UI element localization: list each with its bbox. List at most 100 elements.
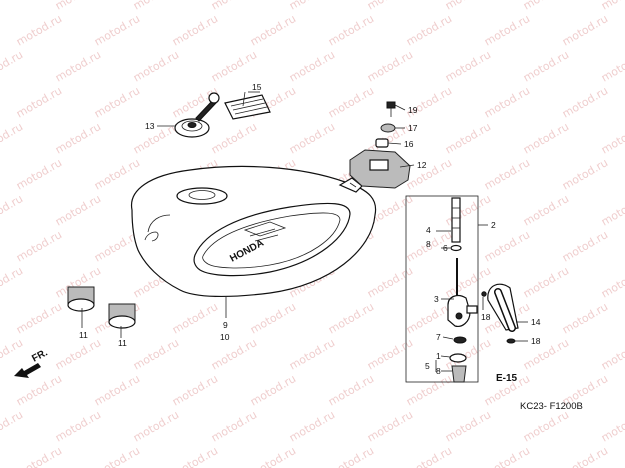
watermark-text: motod.ru: [0, 120, 25, 156]
watermark-text: motod.ru: [326, 12, 376, 48]
watermark-text: motod.ru: [170, 444, 220, 468]
watermark-text: motod.ru: [248, 12, 298, 48]
watermark-text: motod.ru: [0, 336, 25, 372]
watermark-text: motod.ru: [14, 228, 64, 264]
callout-2: 2: [491, 220, 496, 230]
watermark-text: motod.ru: [521, 120, 571, 156]
watermark-text: motod.ru: [0, 264, 25, 300]
reference-label: E-15: [496, 373, 518, 384]
watermark-text: motod.ru: [326, 372, 376, 408]
watermark-text: motod.ru: [287, 336, 337, 372]
front-arrow-icon: [14, 363, 41, 378]
watermark-text: motod.ru: [443, 192, 493, 228]
callout-10: 10: [220, 332, 230, 342]
watermark-text: motod.ru: [521, 48, 571, 84]
watermark-text: motod.ru: [0, 192, 25, 228]
watermark-text: motod.ru: [53, 192, 103, 228]
callout-18-upper: 18: [481, 312, 491, 322]
watermark-text: motod.ru: [443, 336, 493, 372]
callout-13: 13: [145, 121, 155, 131]
watermark-text: motod.ru: [404, 444, 454, 468]
watermark-text: motod.ru: [326, 444, 376, 468]
watermark-text: motod.ru: [599, 120, 625, 156]
watermark-text: motod.ru: [248, 300, 298, 336]
watermark-text: motod.ru: [287, 48, 337, 84]
watermark-text: motod.ru: [443, 48, 493, 84]
fuel-strainer: [450, 197, 462, 252]
watermark-text: motod.ru: [521, 192, 571, 228]
watermark-text: motod.ru: [365, 336, 415, 372]
callout-11-right: 11: [118, 338, 127, 348]
callout-14: 14: [531, 317, 541, 327]
watermark-text: motod.ru: [599, 336, 625, 372]
fuel-tube: [481, 283, 519, 344]
watermark-text: motod.ru: [560, 300, 610, 336]
watermark-text: motod.ru: [482, 444, 532, 468]
callout-18-lower: 18: [531, 336, 541, 346]
watermark-text: motod.ru: [170, 372, 220, 408]
callout-11-left: 11: [79, 330, 88, 340]
watermark-text: motod.ru: [521, 408, 571, 444]
watermark-text: motod.ru: [560, 12, 610, 48]
watermark-text: motod.ru: [53, 336, 103, 372]
watermark-text: motod.ru: [131, 336, 181, 372]
watermark-text: motod.ru: [0, 408, 25, 444]
watermark-text: motod.ru: [404, 372, 454, 408]
mount-hardware: [349, 101, 411, 189]
watermark-text: motod.ru: [482, 156, 532, 192]
watermark-text: motod.ru: [92, 84, 142, 120]
watermark-text: motod.ru: [521, 264, 571, 300]
callout-5: 5: [425, 361, 430, 371]
watermark-text: motod.ru: [599, 192, 625, 228]
watermark-text: motod.ru: [560, 228, 610, 264]
watermark-text: motod.ru: [92, 12, 142, 48]
fuel-valve: [447, 258, 478, 327]
watermark-text: motod.ru: [365, 264, 415, 300]
watermark-text: motod.ru: [14, 12, 64, 48]
watermark-text: motod.ru: [365, 48, 415, 84]
valve-seal-parts: [449, 336, 467, 383]
leader-lines: [81, 91, 528, 372]
watermark-text: motod.ru: [443, 408, 493, 444]
watermark-text: motod.ru: [209, 48, 259, 84]
watermark-text: motod.ru: [131, 408, 181, 444]
callout-19: 19: [408, 105, 418, 115]
watermark-text: motod.ru: [53, 0, 103, 13]
watermark-text: motod.ru: [209, 0, 259, 13]
watermark-text: motod.ru: [326, 84, 376, 120]
watermark-text: motod.ru: [482, 84, 532, 120]
watermark-text: motod.ru: [209, 408, 259, 444]
watermark-text: motod.ru: [170, 300, 220, 336]
watermark-text: motod.ru: [287, 408, 337, 444]
watermark-text: motod.ru: [482, 228, 532, 264]
watermark-text: motod.ru: [53, 408, 103, 444]
rubber-cushion-right: [108, 303, 136, 329]
watermark-text: motod.ru: [53, 48, 103, 84]
front-direction-label: FR.: [30, 347, 50, 364]
watermark-text: motod.ru: [14, 444, 64, 468]
watermark-text: motod.ru: [0, 48, 25, 84]
callout-6: 6: [443, 243, 448, 253]
watermark-text: motod.ru: [404, 156, 454, 192]
watermark-text: motod.ru: [326, 300, 376, 336]
callout-17: 17: [408, 123, 418, 133]
watermark-text: motod.ru: [0, 0, 25, 13]
watermark-text: motod.ru: [599, 408, 625, 444]
watermark-text: motod.ru: [521, 336, 571, 372]
watermark-text: motod.ru: [287, 0, 337, 13]
watermark-text: motod.ru: [131, 0, 181, 13]
watermark-text: motod.ru: [560, 156, 610, 192]
watermark-text: motod.ru: [14, 156, 64, 192]
callout-9: 9: [223, 320, 228, 330]
watermark-text: motod.ru: [209, 336, 259, 372]
watermark-text: motod.ru: [248, 372, 298, 408]
watermark-text: motod.ru: [482, 12, 532, 48]
fuel-tank: [130, 165, 377, 298]
watermark-text: motod.ru: [92, 156, 142, 192]
watermark-text: motod.ru: [131, 120, 181, 156]
watermark-text: motod.ru: [404, 84, 454, 120]
watermark-text: motod.ru: [599, 0, 625, 13]
watermark-text: motod.ru: [521, 0, 571, 13]
watermark-text: motod.ru: [248, 444, 298, 468]
